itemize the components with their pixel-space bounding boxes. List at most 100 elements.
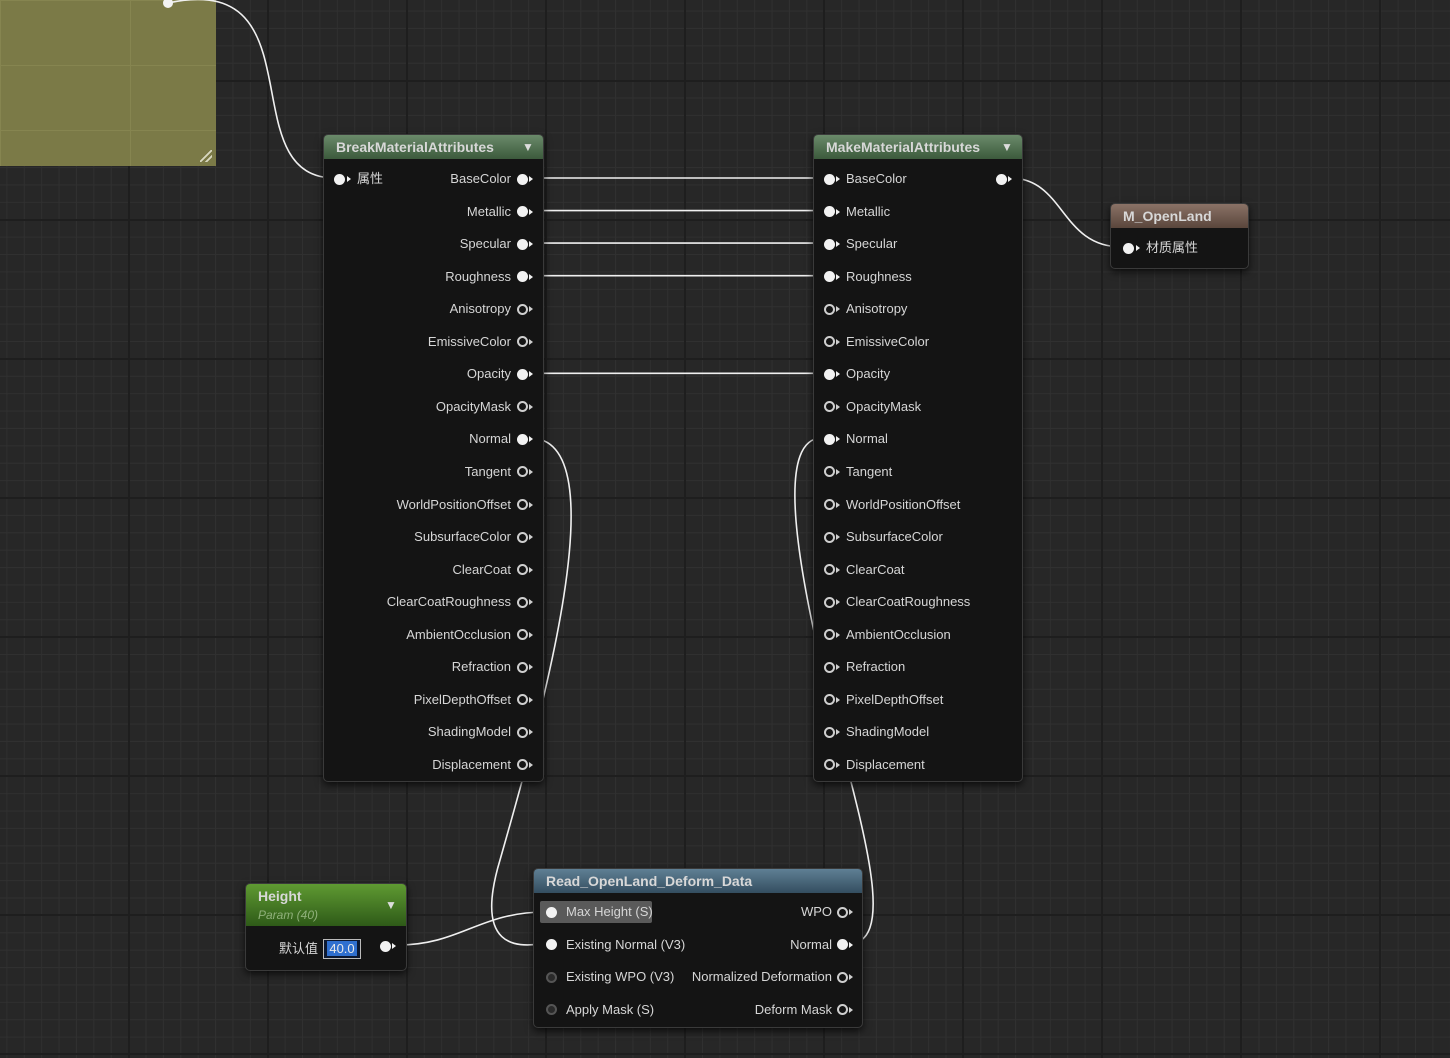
- input-pin-row[interactable]: Tangent: [846, 462, 892, 482]
- output-pin-row[interactable]: Anisotropy: [450, 299, 511, 319]
- default-value-input[interactable]: 40.0: [323, 939, 361, 959]
- node-header[interactable]: BreakMaterialAttributes ▼: [324, 135, 543, 159]
- output-pin-row[interactable]: PixelDepthOffset: [414, 690, 511, 710]
- input-pin-row[interactable]: AmbientOcclusion: [846, 625, 951, 645]
- output-pin-row[interactable]: WPO: [801, 902, 832, 922]
- input-pin-row[interactable]: EmissiveColor: [846, 332, 929, 352]
- input-pin[interactable]: [824, 433, 835, 445]
- input-pin[interactable]: [824, 694, 835, 706]
- chevron-down-icon[interactable]: ▼: [522, 140, 534, 154]
- input-pin-row[interactable]: Displacement: [846, 755, 925, 775]
- input-pin[interactable]: [824, 564, 835, 576]
- input-pin-row[interactable]: ClearCoat: [846, 560, 905, 580]
- output-pin-row[interactable]: Refraction: [452, 657, 511, 677]
- output-pin[interactable]: [517, 694, 528, 706]
- output-pin[interactable]: [517, 596, 528, 608]
- input-pin-row[interactable]: Existing WPO (V3): [566, 967, 674, 987]
- output-pin[interactable]: [837, 906, 848, 918]
- output-pin[interactable]: [517, 759, 528, 771]
- material-output-node[interactable]: M_OpenLand 材质属性: [1110, 203, 1249, 269]
- node-header[interactable]: Height Param (40) ▼: [246, 884, 406, 926]
- output-pin[interactable]: [517, 726, 528, 738]
- height-param-node[interactable]: Height Param (40) ▼ 默认值 40.0: [245, 883, 407, 971]
- output-pin[interactable]: [837, 1004, 848, 1015]
- input-pin[interactable]: [824, 401, 835, 413]
- output-pin-row[interactable]: AmbientOcclusion: [406, 625, 511, 645]
- output-pin[interactable]: [380, 941, 391, 952]
- input-pin-row[interactable]: ShadingModel: [846, 722, 929, 742]
- input-pin[interactable]: [546, 971, 557, 983]
- input-pin-row[interactable]: Anisotropy: [846, 299, 907, 319]
- input-pin[interactable]: [824, 336, 835, 348]
- input-pin[interactable]: [824, 596, 835, 608]
- input-pin-row[interactable]: Roughness: [846, 267, 912, 287]
- input-pin-row[interactable]: BaseColor: [846, 169, 907, 189]
- comment-box[interactable]: [0, 0, 216, 166]
- input-pin-row[interactable]: Normal: [846, 429, 888, 449]
- input-pin[interactable]: [824, 629, 835, 641]
- chevron-down-icon[interactable]: ▼: [1001, 140, 1013, 154]
- input-pin-row[interactable]: PixelDepthOffset: [846, 690, 943, 710]
- input-pin[interactable]: [546, 939, 557, 950]
- output-pin-row[interactable]: ClearCoat: [452, 560, 511, 580]
- output-pin-row[interactable]: WorldPositionOffset: [397, 495, 511, 515]
- resize-grip-icon[interactable]: [200, 150, 212, 162]
- input-pin-row[interactable]: WorldPositionOffset: [846, 495, 960, 515]
- input-pin[interactable]: [824, 661, 835, 673]
- output-pin-row[interactable]: ClearCoatRoughness: [387, 592, 511, 612]
- output-pin-row[interactable]: BaseColor: [450, 169, 511, 189]
- output-pin[interactable]: [517, 466, 528, 478]
- input-pin-row[interactable]: Apply Mask (S): [566, 1000, 654, 1020]
- node-header[interactable]: Read_OpenLand_Deform_Data: [534, 869, 862, 893]
- input-pin[interactable]: [334, 174, 345, 185]
- output-pin[interactable]: [837, 939, 848, 950]
- output-pin-row[interactable]: SubsurfaceColor: [414, 527, 511, 547]
- node-header[interactable]: MakeMaterialAttributes ▼: [814, 135, 1022, 159]
- output-pin[interactable]: [517, 564, 528, 576]
- chevron-down-icon[interactable]: ▼: [385, 898, 397, 912]
- output-pin[interactable]: [517, 206, 528, 218]
- input-pin-row[interactable]: Opacity: [846, 364, 890, 384]
- output-pin-row[interactable]: ShadingModel: [428, 722, 511, 742]
- output-pin[interactable]: [517, 433, 528, 445]
- input-pin-row[interactable]: Metallic: [846, 202, 890, 222]
- input-pin[interactable]: [824, 531, 835, 543]
- output-pin[interactable]: [517, 629, 528, 641]
- output-pin[interactable]: [517, 368, 528, 380]
- output-pin-row[interactable]: Normal: [790, 935, 832, 955]
- output-pin-row[interactable]: Normal: [469, 429, 511, 449]
- input-pin-row[interactable]: Existing Normal (V3): [566, 935, 685, 955]
- input-pin[interactable]: [824, 271, 835, 283]
- output-pin[interactable]: [517, 271, 528, 283]
- input-pin[interactable]: [824, 368, 835, 380]
- input-pin-row[interactable]: Max Height (S): [566, 902, 653, 922]
- output-pin[interactable]: [996, 174, 1007, 185]
- input-pin[interactable]: [824, 726, 835, 738]
- output-pin[interactable]: [517, 401, 528, 413]
- output-pin-row[interactable]: EmissiveColor: [428, 332, 511, 352]
- output-pin[interactable]: [837, 971, 848, 983]
- output-pin-row[interactable]: Roughness: [445, 267, 511, 287]
- input-pin[interactable]: [824, 173, 835, 185]
- input-pin-row[interactable]: Refraction: [846, 657, 905, 677]
- input-pin[interactable]: [824, 499, 835, 510]
- output-pin-row[interactable]: OpacityMask: [436, 397, 511, 417]
- input-pin[interactable]: [824, 206, 835, 218]
- input-pin[interactable]: [1123, 243, 1134, 254]
- output-pin-row[interactable]: Metallic: [467, 202, 511, 222]
- input-pin[interactable]: [824, 759, 835, 771]
- output-pin-row[interactable]: Normalized Deformation: [692, 967, 832, 987]
- node-header[interactable]: M_OpenLand: [1111, 204, 1248, 228]
- output-pin-row[interactable]: Deform Mask: [755, 1000, 832, 1020]
- output-pin[interactable]: [517, 499, 528, 510]
- output-pin-row[interactable]: Opacity: [467, 364, 511, 384]
- output-pin[interactable]: [517, 661, 528, 673]
- input-pin[interactable]: [824, 238, 835, 250]
- input-pin-row[interactable]: Specular: [846, 234, 897, 254]
- output-pin-row[interactable]: Tangent: [465, 462, 511, 482]
- output-pin[interactable]: [517, 303, 528, 315]
- input-pin-row[interactable]: OpacityMask: [846, 397, 921, 417]
- output-pin[interactable]: [517, 531, 528, 543]
- output-pin[interactable]: [517, 173, 528, 185]
